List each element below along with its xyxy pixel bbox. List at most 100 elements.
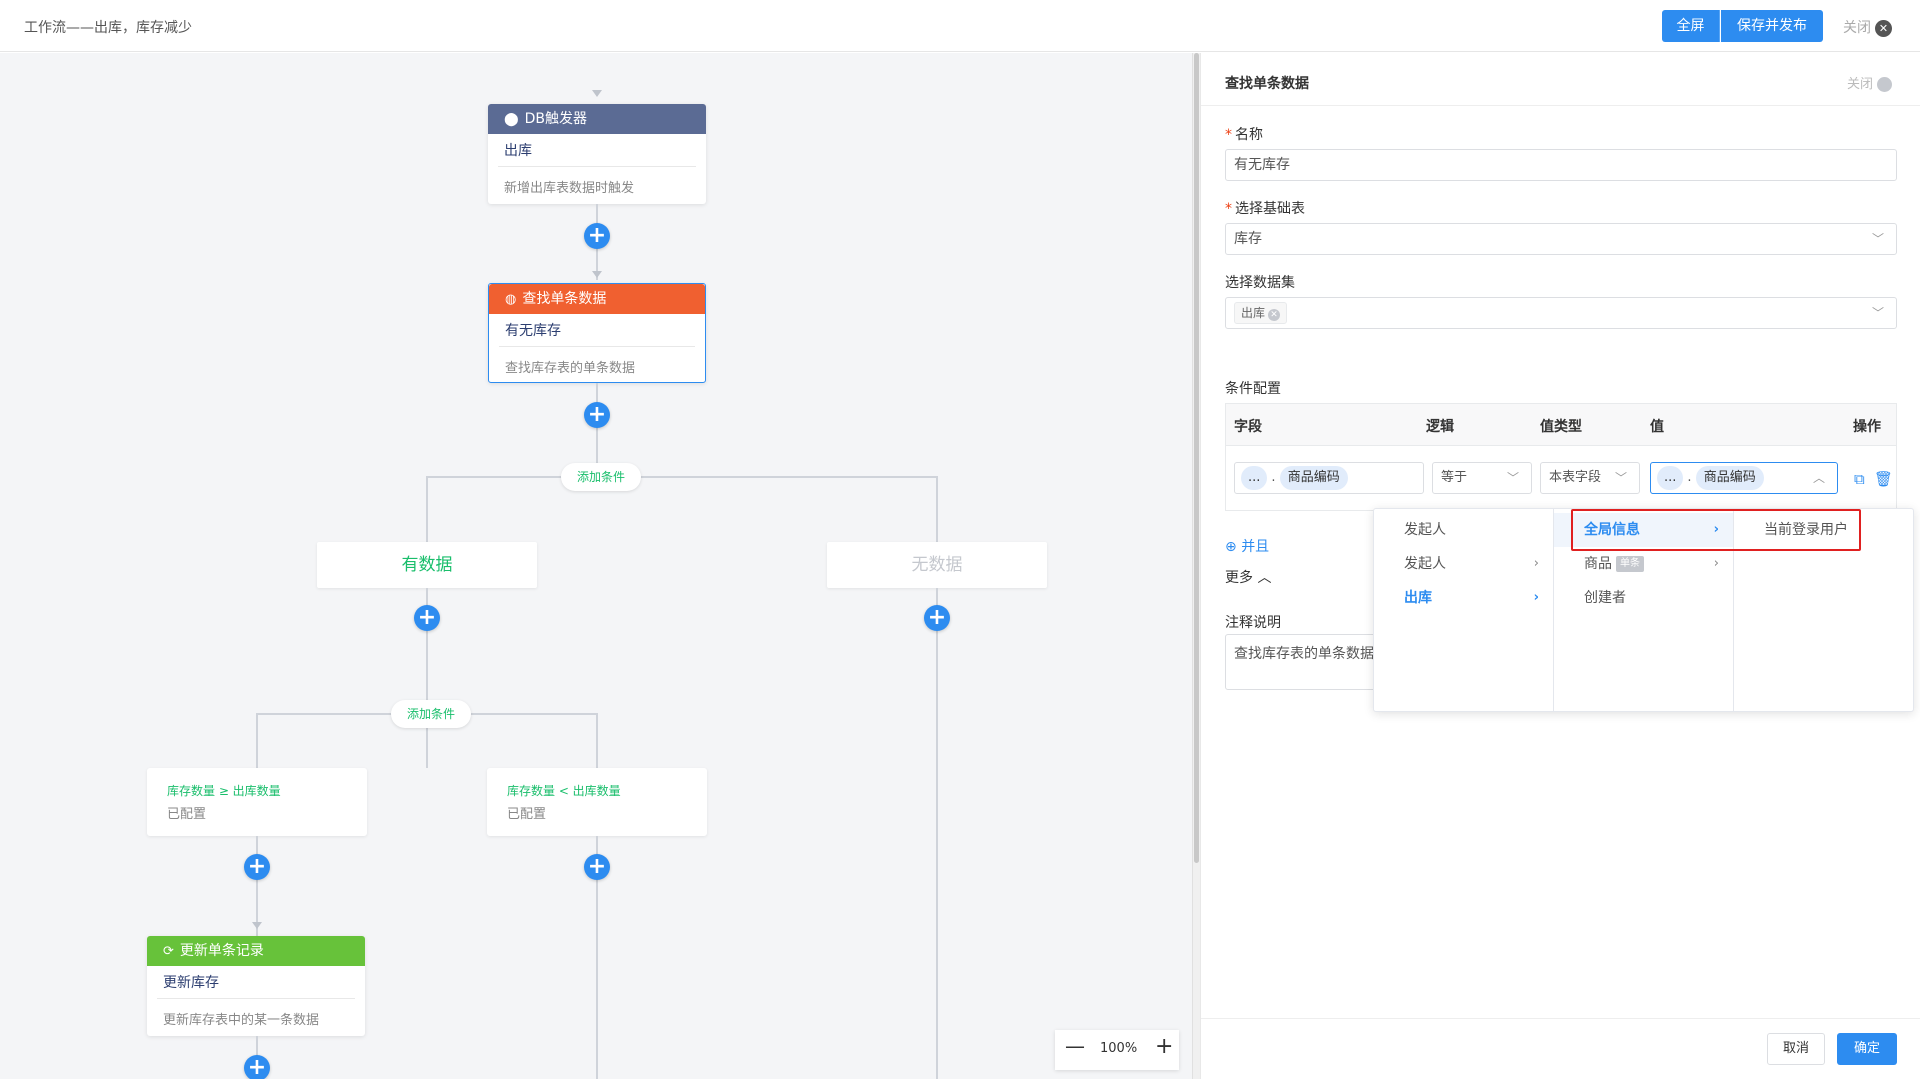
add-node-button[interactable]: + [414, 605, 440, 631]
col-logic: 逻辑 [1426, 419, 1454, 435]
add-node-button[interactable]: + [244, 1055, 270, 1079]
cascader-column-3: 当前登录用户 [1734, 509, 1914, 711]
workflow-title: 工作流——出库，库存减少 [24, 20, 192, 36]
close-icon [1877, 77, 1893, 92]
find-node-desc: 查找库存表的单条数据 [505, 361, 636, 376]
value-name-pill: 商品编码 [1695, 465, 1764, 490]
condition-table: 字段 逻辑 值类型 值 操作 .... 商品编码 等于﹀ 本表字段﹀ .... … [1225, 403, 1897, 511]
chevron-down-icon: ﹀ [1871, 232, 1884, 246]
update-single-node[interactable]: ⟳更新单条记录 更新库存 更新库存表中的某一条数据 [147, 936, 365, 1036]
more-toggle[interactable]: 更多 ︿ [1225, 570, 1272, 586]
dataset-label: 选择数据集 [1225, 275, 1295, 291]
find-node-name: 有无库存 [499, 314, 695, 347]
tag-close-icon[interactable]: ✕ [1268, 309, 1281, 321]
delete-icon[interactable]: 🗑 [1874, 470, 1894, 488]
arrow-down-icon [592, 90, 602, 97]
panel-close-label: 关闭 [1847, 77, 1874, 92]
logic-select[interactable]: 等于﹀ [1432, 462, 1532, 494]
dataset-select[interactable]: 出库✕ ﹀ [1225, 297, 1897, 329]
option-creator[interactable]: 创建者 [1584, 590, 1626, 606]
field-name-pill: 商品编码 [1279, 465, 1348, 490]
add-and-condition-button[interactable]: ⊕ 并且 [1225, 539, 1270, 555]
connector-line [426, 476, 428, 596]
add-node-button[interactable]: + [584, 854, 610, 880]
divider [1201, 1018, 1920, 1019]
connector-line [256, 836, 258, 986]
top-bar: 工作流——出库，库存减少 全屏 保存并发布 关闭✕ [0, 0, 1920, 52]
chevron-down-icon: ﹀ [1506, 471, 1519, 485]
field-select[interactable]: .... 商品编码 [1234, 462, 1424, 494]
add-condition-button[interactable]: 添加条件 [561, 463, 642, 491]
dataset-tag[interactable]: 出库✕ [1234, 302, 1288, 324]
option-product[interactable]: 商品单条› [1554, 547, 1733, 581]
condition-node-left[interactable]: 库存数量 ≥ 出库数量 已配置 [147, 768, 367, 836]
chevron-right-icon: › [1713, 556, 1719, 571]
chevron-down-icon: ﹀ [1871, 306, 1884, 320]
add-node-button[interactable]: + [924, 605, 950, 631]
add-condition-button[interactable]: 添加条件 [391, 700, 472, 728]
branch-has-data[interactable]: 有数据 [317, 542, 537, 588]
trigger-node[interactable]: ⬤DB触发器 出库 新增出库表数据时触发 [488, 104, 706, 204]
fullscreen-button[interactable]: 全屏 [1662, 10, 1720, 42]
base-table-select[interactable]: 库存 ﹀ [1225, 223, 1897, 255]
option-current-user[interactable]: 当前登录用户 [1764, 522, 1848, 538]
value-type-select[interactable]: 本表字段﹀ [1540, 462, 1640, 494]
chevron-down-icon: ﹀ [1614, 471, 1627, 485]
note-label: 注释说明 [1225, 615, 1281, 631]
add-node-button[interactable]: + [584, 402, 610, 428]
option-initiator[interactable]: 发起人 [1404, 522, 1446, 538]
single-badge: 单条 [1616, 556, 1644, 572]
scrollbar-thumb[interactable] [1194, 53, 1199, 863]
branch-no-data[interactable]: 无数据 [827, 542, 1047, 588]
connector-line [426, 588, 428, 768]
zoom-in-button[interactable]: + [1155, 1034, 1174, 1059]
name-label: *名称 [1225, 127, 1263, 143]
add-node-button[interactable]: + [244, 854, 270, 880]
condition-table-header: 字段 逻辑 值类型 值 操作 [1226, 404, 1896, 446]
connector-line [596, 836, 598, 1079]
zoom-control: — 100% + [1055, 1030, 1179, 1070]
base-table-value: 库存 [1234, 231, 1262, 247]
option-initiator-group[interactable]: 发起人› [1374, 547, 1553, 581]
panel-close-button[interactable]: 关闭 [1847, 73, 1893, 92]
canvas-scrollbar[interactable] [1192, 53, 1200, 1079]
top-close-button[interactable]: 关闭✕ [1843, 17, 1892, 37]
refresh-icon: ⟳ [163, 944, 174, 959]
condition-expression: 库存数量 ≥ 出库数量 [167, 784, 281, 798]
zoom-level: 100% [1100, 1041, 1138, 1056]
name-input[interactable]: 有无库存 [1225, 149, 1897, 181]
add-node-button[interactable]: + [584, 223, 610, 249]
condition-node-right[interactable]: 库存数量 < 出库数量 已配置 [487, 768, 707, 836]
cancel-button[interactable]: 取消 [1767, 1033, 1825, 1065]
base-table-label: *选择基础表 [1225, 201, 1305, 217]
find-single-node[interactable]: ◍查找单条数据 有无库存 查找库存表的单条数据 [488, 283, 706, 383]
trigger-node-desc: 新增出库表数据时触发 [504, 181, 635, 196]
cascader-column-2: 全局信息› 商品单条› 创建者 [1554, 509, 1734, 711]
value-select[interactable]: .... 商品编码 ︿ [1650, 462, 1838, 494]
update-node-desc: 更新库存表中的某一条数据 [163, 1013, 320, 1028]
col-value-type: 值类型 [1540, 419, 1582, 435]
copy-icon[interactable]: ⧉ [1854, 470, 1865, 488]
search-icon: ◍ [505, 292, 517, 307]
highlight-box [1571, 509, 1861, 551]
col-field: 字段 [1234, 419, 1262, 435]
cascader-dropdown: 发起人 发起人› 出库› 全局信息› 商品单条› 创建者 当前登录用户 [1373, 508, 1914, 712]
save-publish-button[interactable]: 保存并发布 [1721, 10, 1823, 42]
divider [1201, 105, 1920, 106]
branch-line [426, 476, 938, 478]
option-global-info[interactable]: 全局信息› [1554, 513, 1733, 547]
option-outbound[interactable]: 出库› [1374, 581, 1553, 615]
location-pin-icon: ⬤ [504, 112, 519, 127]
condition-status: 已配置 [167, 807, 207, 822]
confirm-button[interactable]: 确定 [1837, 1033, 1897, 1065]
workflow-canvas[interactable]: ⬤DB触发器 出库 新增出库表数据时触发 + ◍查找单条数据 有无库存 查找库存… [0, 53, 1192, 1079]
find-node-header: ◍查找单条数据 [489, 284, 705, 314]
connector-line [936, 588, 938, 1079]
zoom-out-button[interactable]: — [1065, 1034, 1085, 1058]
arrow-down-icon [252, 922, 262, 929]
col-value: 值 [1650, 419, 1664, 435]
arrow-down-icon [592, 271, 602, 278]
condition-status: 已配置 [507, 807, 547, 822]
close-icon: ✕ [1875, 19, 1892, 37]
chevron-right-icon: › [1533, 556, 1539, 571]
